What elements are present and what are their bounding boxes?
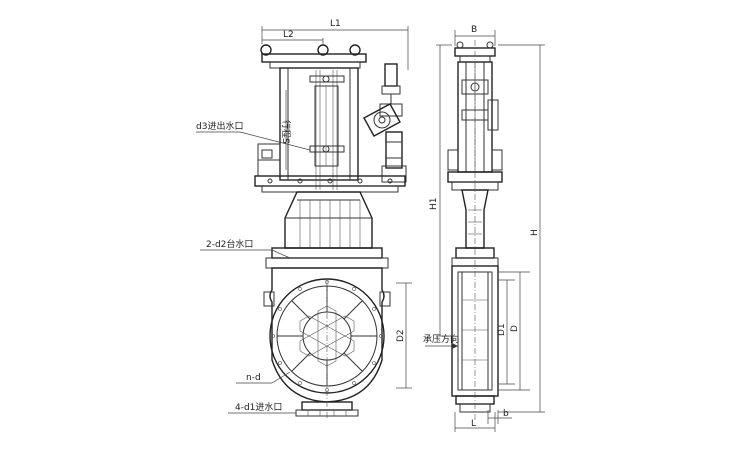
dim-D1: D1: [497, 323, 507, 336]
top-roller-center: [317, 44, 329, 56]
worm-gear-box: [363, 103, 401, 137]
side-view: [447, 40, 503, 420]
top-roller-left: [260, 44, 272, 56]
callout-d1: 4-d1进水口: [235, 401, 282, 413]
side-dimensions: B H H1 D D1 L b 承压方向: [423, 25, 545, 432]
dim-D: D: [510, 325, 520, 332]
front-callouts: d3进出水口 行程S 2-d2台水口 n-d 4-d1进水口: [196, 90, 311, 414]
front-dimensions: L1 L2 D2: [261, 19, 412, 389]
stroke-indicator: [314, 85, 339, 167]
dim-D2: D2: [396, 329, 406, 342]
gearbox: [385, 131, 403, 169]
callout-pressure: 承压方向: [423, 333, 459, 345]
callout-nd: n-d: [246, 373, 261, 383]
top-yoke: [261, 53, 367, 63]
dim-b: b: [503, 409, 509, 419]
dim-H1: H1: [429, 198, 439, 211]
dim-L1: L1: [330, 19, 341, 29]
dim-L2: L2: [283, 30, 294, 40]
top-roller-right: [349, 44, 361, 56]
top-yoke-plate: [269, 61, 361, 69]
callout-d3: d3进出水口: [196, 120, 243, 132]
dim-L: L: [471, 419, 476, 429]
motor-body: [384, 63, 398, 87]
body-flange: [271, 247, 383, 259]
dim-B: B: [471, 25, 477, 35]
dim-H: H: [530, 229, 540, 236]
callout-d2: 2-d2台水口: [206, 238, 253, 250]
callout-stroke: 行程S: [280, 120, 292, 144]
front-view: [254, 44, 407, 420]
upper-frame: [279, 67, 359, 181]
